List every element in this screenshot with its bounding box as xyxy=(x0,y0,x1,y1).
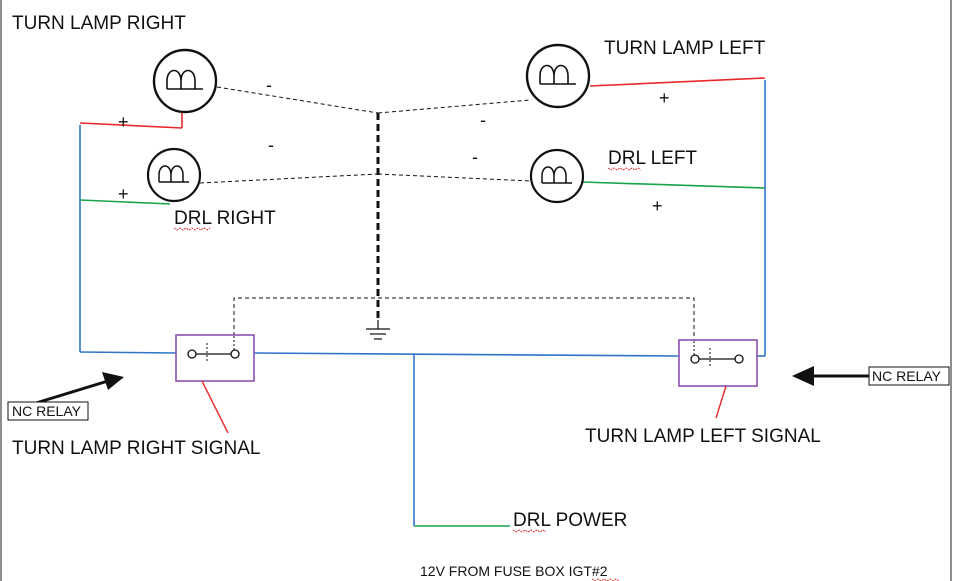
left-bus-wire xyxy=(79,351,177,354)
drl-left-label: DRL LEFT xyxy=(608,148,697,169)
center-bus-wire xyxy=(253,352,680,357)
nc-relay-right-label: NC RELAY xyxy=(872,368,942,384)
turn-lamp-left-relay xyxy=(678,339,758,387)
plus-sign: + xyxy=(652,196,663,216)
turn-lamp-right-label: TURN LAMP RIGHT xyxy=(12,13,186,34)
plus-sign: + xyxy=(118,184,129,204)
nc-relay-left-box xyxy=(7,401,89,421)
fuse-box-label: 12V FROM FUSE BOX IGT#2 xyxy=(420,563,608,579)
left-turn-positive-wire xyxy=(589,77,766,87)
plus-sign: + xyxy=(659,88,670,108)
left-drl-negative-wire xyxy=(377,173,532,182)
plus-sign: + xyxy=(118,112,129,132)
ground-symbol xyxy=(366,320,390,340)
minus-sign: - xyxy=(472,147,478,167)
left-signal-lead xyxy=(715,385,727,419)
turn-lamp-left-bulb xyxy=(525,43,591,109)
minus-sign: - xyxy=(480,110,486,130)
right-drl-wire xyxy=(79,199,171,205)
turn-lamp-right-bulb xyxy=(152,48,218,114)
turn-positive-wiring xyxy=(79,77,766,129)
drl-left-bulb xyxy=(529,148,585,204)
arrow-left-pointing-icon xyxy=(792,366,870,386)
right-signal-lead xyxy=(201,380,229,434)
left-drl-wire xyxy=(581,181,766,189)
right-turn-positive-wire xyxy=(79,122,183,129)
spellcheck-underlines xyxy=(173,167,642,581)
minus-sign: - xyxy=(266,75,272,95)
minus-sign: - xyxy=(268,135,274,155)
drl-right-bulb xyxy=(146,147,202,203)
nc-relay-right-box xyxy=(868,366,950,386)
turn-lamp-left-signal-label: TURN LAMP LEFT SIGNAL xyxy=(585,426,821,447)
turn-lamp-left-label: TURN LAMP LEFT xyxy=(604,38,766,59)
drl-right-label: DRL RIGHT xyxy=(174,208,276,229)
drl-power-label: DRL POWER xyxy=(513,510,627,531)
drl-wiring xyxy=(79,181,766,527)
turn-lamp-right-signal-label: TURN LAMP RIGHT SIGNAL xyxy=(12,438,260,459)
supply-wiring xyxy=(79,80,766,526)
turn-lamp-right-relay xyxy=(175,334,255,382)
right-turn-negative-wire xyxy=(216,86,379,114)
right-drl-negative-wire xyxy=(199,173,379,184)
ground-wiring xyxy=(199,86,695,340)
nc-relay-left-label: NC RELAY xyxy=(12,403,82,419)
arrow-right-pointing-icon xyxy=(35,372,124,405)
relay-ground-wire xyxy=(233,297,695,340)
left-turn-negative-wire xyxy=(377,99,531,114)
